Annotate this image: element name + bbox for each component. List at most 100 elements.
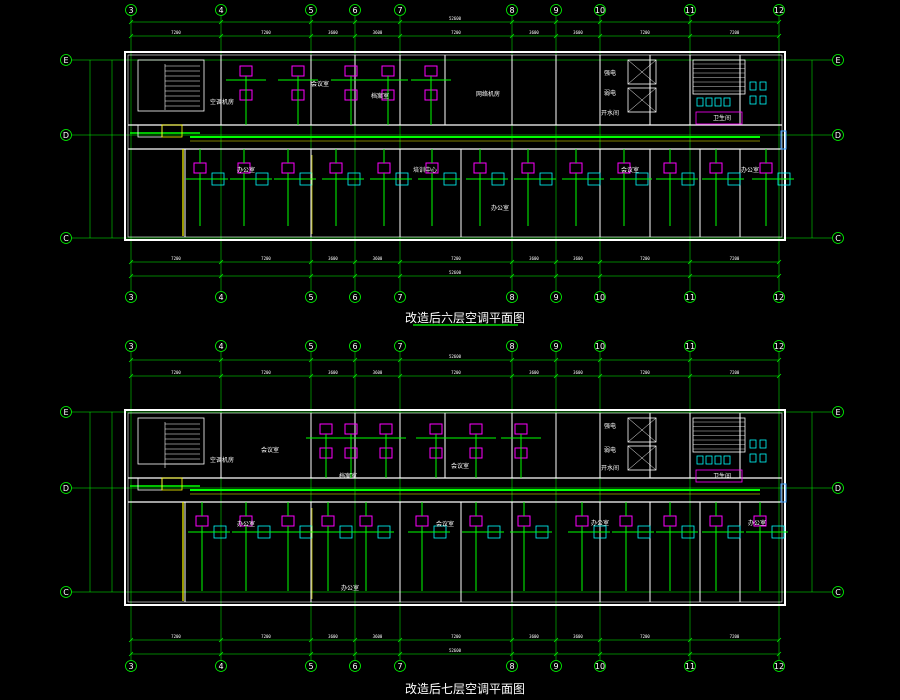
- axis-bubble-top-9: [550, 4, 562, 16]
- dimension-tick: [218, 259, 224, 265]
- dimension-tick: [509, 637, 515, 643]
- ac-unit-south: [281, 515, 295, 527]
- axis-bubble-bottom-5: [305, 660, 317, 672]
- toilet-fixture: [749, 439, 757, 449]
- ac-unit-north: [469, 423, 483, 435]
- dimension-tick: [352, 19, 358, 25]
- row-bubble-right-D: [832, 482, 844, 494]
- dimension-tick: [553, 273, 559, 279]
- room-label: 办公室: [591, 519, 609, 527]
- axis-bubble-top-8: [506, 340, 518, 352]
- dimension-tick: [687, 651, 693, 657]
- dimension-tick: [687, 259, 693, 265]
- elevator-2: [627, 87, 657, 113]
- dimension-tick: [218, 651, 224, 657]
- ac-unit-south: [521, 162, 535, 174]
- floor-plan-7-title: 改造后七层空调平面图: [405, 682, 525, 696]
- dimension-tick: [597, 273, 603, 279]
- bay-dimension-top: 7200: [640, 370, 650, 375]
- room-label: 空调机房: [210, 456, 234, 464]
- axis-bubble-top-5: [305, 340, 317, 352]
- axis-bubble-top-7: [394, 4, 406, 16]
- dimension-tick: [776, 637, 782, 643]
- dimension-tick: [553, 373, 559, 379]
- dimension-tick: [308, 259, 314, 265]
- axis-bubble-bottom-10: [594, 291, 606, 303]
- room-label: 培训中心: [413, 166, 437, 174]
- row-label-left-C: C: [63, 588, 69, 597]
- dimension-tick: [308, 637, 314, 643]
- dimension-tick: [308, 273, 314, 279]
- dimension-tick: [352, 637, 358, 643]
- ac-unit-south: [193, 162, 207, 174]
- row-label-right-C: C: [835, 234, 841, 243]
- axis-label-top-4: 4: [218, 6, 223, 15]
- axis-label-top-3: 3: [128, 342, 133, 351]
- elevator-2-cross: [627, 87, 657, 113]
- axis-label-bottom-11: 11: [685, 662, 695, 671]
- dimension-tick: [597, 259, 603, 265]
- toilet-fixture: [759, 95, 767, 105]
- dimension-tick: [553, 637, 559, 643]
- room-label: 会议室: [311, 80, 329, 88]
- bay-dimension-top: 7200: [261, 370, 271, 375]
- elevator-1-cross: [627, 417, 657, 443]
- axis-bubble-bottom-10: [594, 660, 606, 672]
- dimension-tick: [352, 651, 358, 657]
- dimension-tick: [128, 19, 134, 25]
- stair-left: [137, 417, 205, 465]
- toilet-fixture: [759, 439, 767, 449]
- dimension-tick: [397, 357, 403, 363]
- ac-unit-south: [709, 162, 723, 174]
- dimension-tick: [687, 19, 693, 25]
- ac-unit-south: [359, 515, 373, 527]
- axis-label-bottom-9: 9: [553, 293, 558, 302]
- dimension-tick: [687, 33, 693, 39]
- bay-dimension-bottom: 3600: [529, 634, 539, 639]
- ac-unit-north: [239, 65, 253, 77]
- axis-label-bottom-12: 12: [774, 662, 784, 671]
- row-label-right-D: D: [835, 131, 841, 140]
- stair-left: [137, 59, 205, 112]
- bay-dimension-top: 7200: [451, 30, 461, 35]
- row-label-left-C: C: [63, 234, 69, 243]
- axis-bubble-top-3: [125, 340, 137, 352]
- toilet-fixture: [749, 81, 757, 91]
- bay-dimension-top: 7200: [451, 370, 461, 375]
- axis-bubble-top-8: [506, 4, 518, 16]
- room-label: 档案室: [339, 472, 357, 480]
- row-bubble-left-D: [60, 129, 72, 141]
- outer-wall-inner: [127, 54, 783, 238]
- dimension-tick: [308, 373, 314, 379]
- row-bubble-right-E: [832, 406, 844, 418]
- axis-bubble-bottom-9: [550, 660, 562, 672]
- axis-label-top-5: 5: [308, 6, 313, 15]
- dimension-tick: [553, 259, 559, 265]
- outer-wall: [124, 409, 786, 606]
- ac-unit-south: [195, 515, 209, 527]
- row-bubble-right-D: [832, 129, 844, 141]
- dimension-tick: [218, 637, 224, 643]
- bay-dimension-top: 3600: [328, 370, 338, 375]
- dimension-tick: [687, 637, 693, 643]
- ac-unit-south: [329, 162, 343, 174]
- axis-label-top-6: 6: [352, 6, 357, 15]
- ac-unit-south: [377, 162, 391, 174]
- overall-dimension-top: 52600: [449, 16, 462, 21]
- toilet-fixture: [759, 453, 767, 463]
- elevator-1: [627, 59, 657, 85]
- elevator-2: [627, 445, 657, 471]
- room-label: 办公室: [341, 584, 359, 592]
- dimension-tick: [509, 651, 515, 657]
- dimension-tick: [128, 33, 134, 39]
- axis-label-bottom-8: 8: [509, 293, 514, 302]
- ac-unit-north: [381, 65, 395, 77]
- dimension-tick: [218, 373, 224, 379]
- stair-right: [692, 59, 746, 95]
- toilet-unit: [695, 469, 743, 483]
- room-label: 办公室: [237, 520, 255, 528]
- bay-dimension-top: 7200: [171, 370, 181, 375]
- bay-dimension-bottom: 3600: [529, 256, 539, 261]
- room-label: 开水间: [601, 109, 619, 117]
